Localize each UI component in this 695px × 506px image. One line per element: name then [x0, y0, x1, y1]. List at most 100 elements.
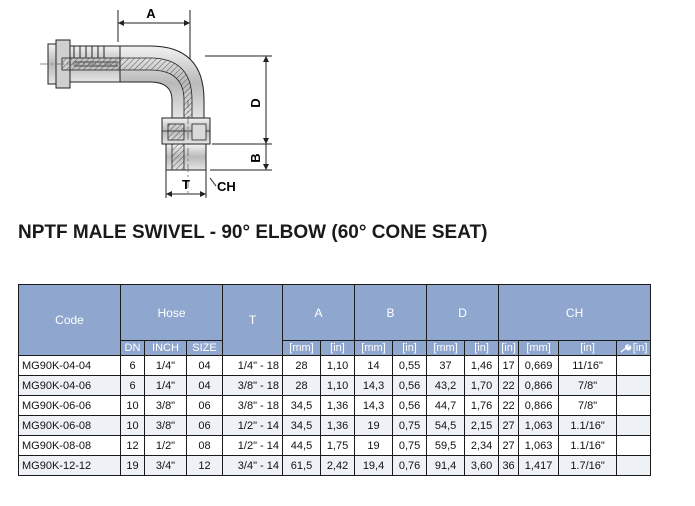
subheader-a-mm: [mm]: [282, 340, 322, 356]
header-b: B: [354, 284, 428, 341]
cell-ch-in-fraction: 7/8": [558, 375, 618, 396]
cell-ch-mm: 1,417: [518, 455, 560, 476]
cell-d-mm: 59,5: [426, 435, 466, 456]
cell-ch-mm: 1,063: [518, 415, 560, 436]
cell-ch-in-fraction: 1.1/16": [558, 415, 618, 436]
cell-hose-dn: 6: [120, 375, 145, 396]
wrench-icon: [620, 343, 632, 353]
subheader-d-in: [in]: [464, 340, 500, 356]
label-t: T: [182, 177, 190, 192]
cell-thread-t: 3/8" - 18: [222, 395, 284, 416]
cell-b-mm: 14,3: [354, 375, 394, 396]
subheader-ch-in-1: [in]: [498, 340, 520, 356]
page-title: NPTF MALE SWIVEL - 90° ELBOW (60° CONE S…: [18, 222, 488, 243]
cell-d-in: 2,15: [464, 415, 500, 436]
cell-d-mm: 54,5: [426, 415, 466, 436]
cell-b-in: 0,75: [392, 415, 428, 436]
cell-ch-wrench-empty: [616, 435, 652, 456]
cell-a-mm: 34,5: [282, 415, 322, 436]
dimension-t-ch: T CH: [165, 170, 236, 198]
cell-a-in: 1,75: [320, 435, 356, 456]
header-t: T: [222, 284, 284, 356]
cell-ch-in: 27: [498, 415, 520, 436]
cell-a-in: 1,36: [320, 395, 356, 416]
cell-b-mm: 14: [354, 355, 394, 376]
cell-code: MG90K-06-06: [18, 395, 121, 416]
header-code: Code: [18, 284, 121, 356]
cell-b-in: 0,55: [392, 355, 428, 376]
cell-ch-in-fraction: 7/8": [558, 395, 618, 416]
cell-hose-size: 12: [185, 455, 224, 476]
subheader-ch-wrench-unit: [in]: [632, 342, 648, 354]
swivel-nut: [161, 100, 211, 196]
cell-d-mm: 91,4: [426, 455, 466, 476]
cell-b-in: 0,76: [392, 455, 428, 476]
cell-ch-in: 27: [498, 435, 520, 456]
cell-ch-in: 22: [498, 375, 520, 396]
header-hose: Hose: [119, 284, 224, 341]
cell-d-in: 3,60: [464, 455, 500, 476]
cell-ch-wrench-empty: [616, 355, 652, 376]
cell-b-mm: 19: [354, 435, 394, 456]
cell-thread-t: 1/2" - 14: [222, 435, 284, 456]
cell-b-mm: 19,4: [354, 455, 394, 476]
cell-thread-t: 3/8" - 18: [222, 375, 284, 396]
cell-ch-wrench-empty: [616, 395, 652, 416]
header-a: A: [282, 284, 356, 341]
cell-ch-in-fraction: 1.1/16": [558, 435, 618, 456]
header-d: D: [426, 284, 500, 341]
cell-a-in: 1,10: [320, 355, 356, 376]
cell-hose-dn: 6: [120, 355, 145, 376]
cell-a-mm: 44,5: [282, 435, 322, 456]
fitting-drawing: A: [40, 6, 272, 198]
cell-d-in: 1,46: [464, 355, 500, 376]
cell-a-in: 1,10: [320, 375, 356, 396]
subheader-a-in: [in]: [320, 340, 356, 356]
hose-insert: [40, 39, 140, 89]
cell-hose-size: 08: [185, 435, 224, 456]
cell-code: MG90K-04-06: [18, 375, 121, 396]
cell-d-mm: 44,7: [426, 395, 466, 416]
cell-d-in: 1,76: [464, 395, 500, 416]
cell-code: MG90K-08-08: [18, 435, 121, 456]
cell-a-mm: 61,5: [282, 455, 322, 476]
cell-hose-inch: 1/4": [144, 355, 187, 376]
cell-hose-size: 06: [185, 415, 224, 436]
dimension-d-b: D B: [205, 55, 272, 171]
cell-hose-inch: 1/2": [144, 435, 187, 456]
cell-d-in: 1,70: [464, 375, 500, 396]
label-b: B: [248, 153, 263, 162]
cell-hose-dn: 10: [120, 415, 145, 436]
subheader-d-mm: [mm]: [426, 340, 466, 356]
cell-b-in: 0,75: [392, 435, 428, 456]
cell-ch-wrench-empty: [616, 415, 652, 436]
elbow-bend: [119, 45, 205, 121]
cell-b-in: 0,56: [392, 395, 428, 416]
cell-d-in: 2,34: [464, 435, 500, 456]
subheader-size: SIZE: [185, 340, 224, 356]
cell-ch-in-fraction: 11/16": [558, 355, 618, 376]
cell-hose-inch: 3/8": [144, 415, 187, 436]
cell-b-in: 0,56: [392, 375, 428, 396]
cell-ch-mm: 1,063: [518, 435, 560, 456]
cell-ch-in: 17: [498, 355, 520, 376]
cell-a-mm: 34,5: [282, 395, 322, 416]
cell-hose-inch: 1/4": [144, 375, 187, 396]
cell-code: MG90K-04-04: [18, 355, 121, 376]
cell-thread-t: 1/2" - 14: [222, 415, 284, 436]
label-ch: CH: [217, 179, 236, 194]
label-a: A: [146, 6, 156, 21]
subheader-b-mm: [mm]: [354, 340, 394, 356]
label-d: D: [248, 98, 263, 107]
cell-hose-dn: 12: [120, 435, 145, 456]
spec-table: Code Hose T A B D CH DN INCH SIZE [mm] […: [18, 284, 652, 476]
cell-hose-dn: 10: [120, 395, 145, 416]
subheader-b-in: [in]: [392, 340, 428, 356]
cell-b-mm: 14,3: [354, 395, 394, 416]
cell-hose-size: 04: [185, 375, 224, 396]
